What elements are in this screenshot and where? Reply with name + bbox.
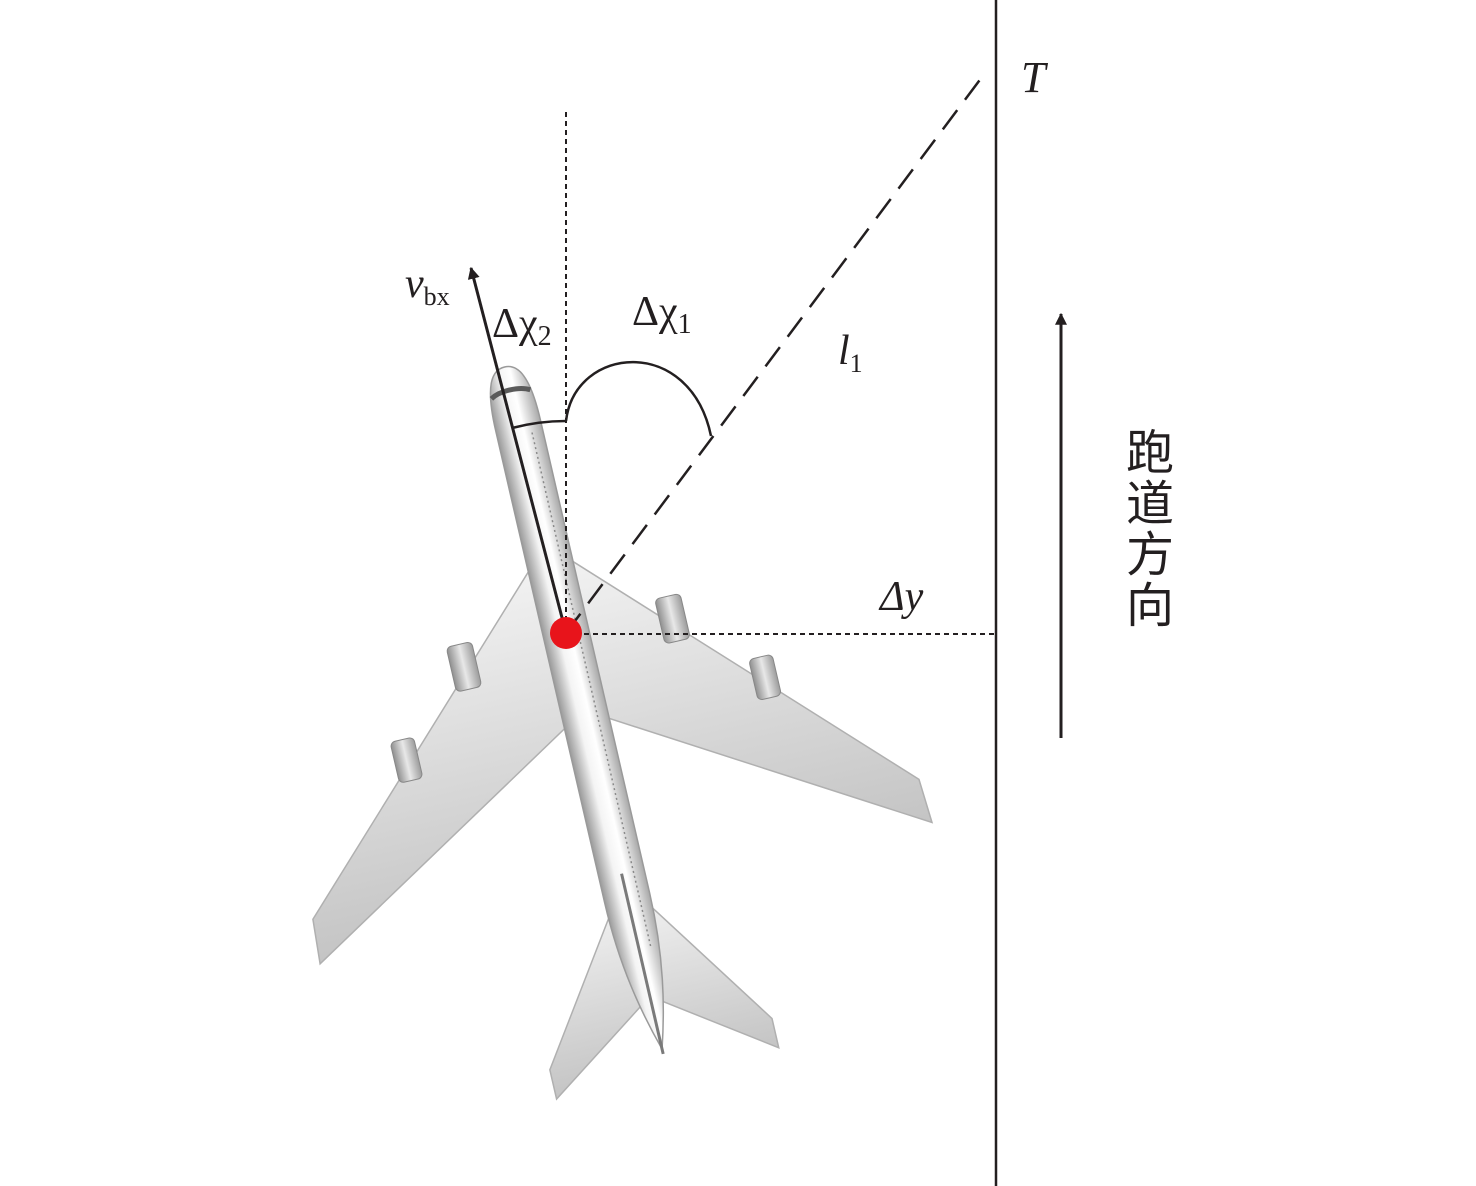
line-of-sight <box>564 72 987 634</box>
angle-arc-2 <box>511 419 567 430</box>
lateral-offset-label: Δy <box>878 574 924 620</box>
angle2-label: Δχ2 <box>492 301 552 352</box>
angle-arc-1 <box>564 360 713 437</box>
engine-left-outer <box>390 737 423 783</box>
svg-text:道: 道 <box>1126 476 1174 532</box>
angle1-label: Δχ1 <box>632 289 692 340</box>
engine-left-inner <box>446 641 482 692</box>
svg-text:向: 向 <box>1126 578 1174 634</box>
airplane <box>312 365 934 1101</box>
velocity-label: vbx <box>405 261 450 311</box>
window-line <box>531 432 652 950</box>
target-label: T <box>1021 53 1049 102</box>
vertical-fin <box>620 873 665 1055</box>
velocity-vector <box>467 266 568 634</box>
cockpit-windows <box>489 386 532 401</box>
svg-text:方: 方 <box>1126 527 1174 583</box>
runway-direction-label: 跑 道 方 向 <box>1126 425 1174 634</box>
distance-label: l1 <box>838 328 863 378</box>
engine-right-outer <box>749 654 781 701</box>
center-of-gravity <box>550 617 582 649</box>
fuselage <box>489 365 665 1052</box>
svg-text:跑: 跑 <box>1126 425 1174 481</box>
engine-right-inner <box>655 593 690 644</box>
